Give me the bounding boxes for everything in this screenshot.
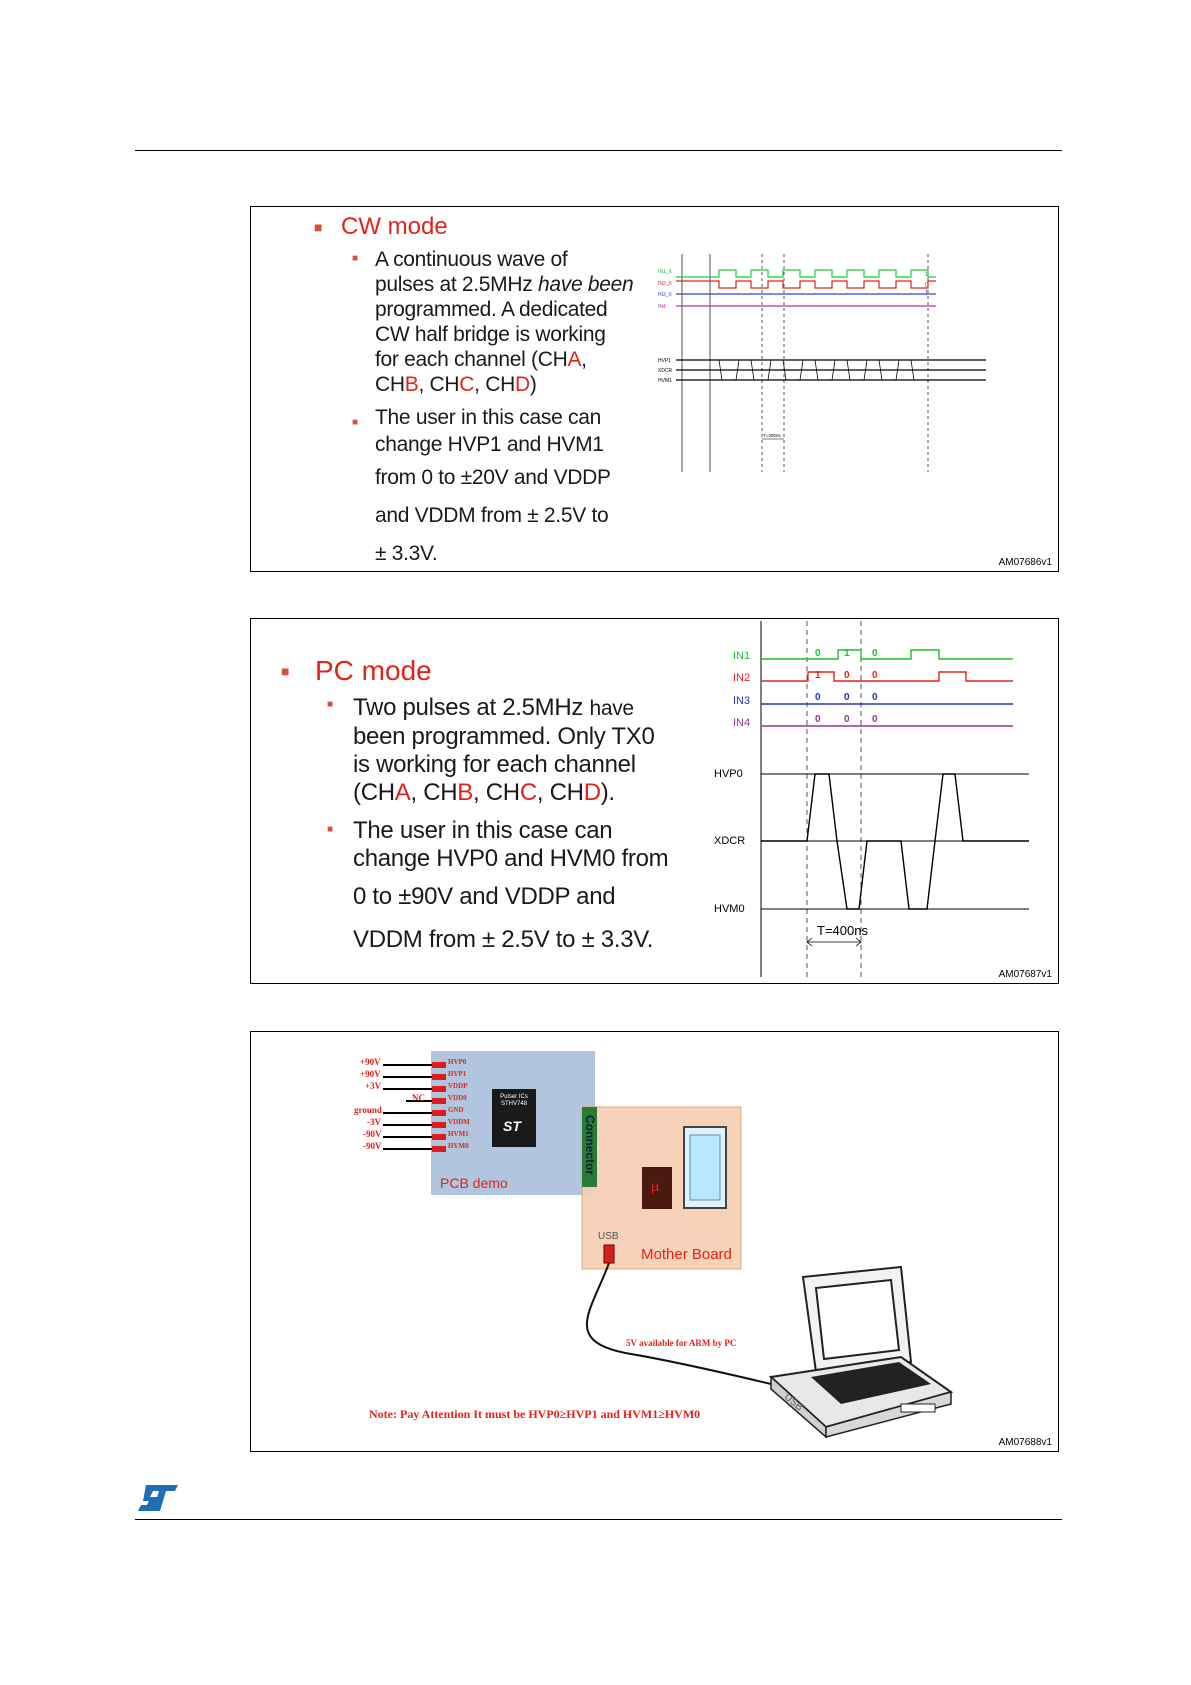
pin-label: +90V [360, 1069, 381, 1079]
svg-text:IN1: IN1 [733, 650, 750, 662]
svg-text:IN3_X: IN3_X [658, 292, 673, 298]
bullet-square: ■ [352, 253, 359, 264]
xdcr-output [761, 773, 1029, 910]
figure-code: AM07688v1 [998, 1437, 1052, 1448]
cw-output-pulses [718, 359, 915, 381]
bullet-square: ■ [314, 219, 323, 235]
pin-name: HVM1 [448, 1130, 469, 1138]
in2-wave [676, 280, 936, 289]
st-logo [136, 1483, 180, 1513]
mu-label: µ [651, 1178, 660, 1194]
figure-pc-mode: ■ PC mode ■ Two pulses at 2.5MHz have be… [250, 618, 1059, 984]
cw-timing-diagram: 1 0 1 IN1_X IN2_X IN3_X IN4 HVP1 XDCR HV… [658, 254, 986, 472]
svg-text:0: 0 [872, 714, 878, 725]
usb-label: USB [598, 1231, 619, 1242]
figure-code: AM07687v1 [998, 969, 1052, 980]
svg-text:1: 1 [844, 648, 850, 659]
bullet-square: ■ [327, 699, 334, 710]
bullet-square: ■ [327, 824, 334, 835]
pin-name: HVP0 [448, 1058, 467, 1066]
svg-text:0: 0 [872, 670, 878, 681]
header-rule [135, 150, 1062, 151]
svg-text:XDCR: XDCR [658, 368, 673, 374]
bullet-square: ■ [352, 417, 359, 428]
connector-label: Connector [583, 1115, 597, 1175]
pin-label: -3V [367, 1117, 381, 1127]
pc-heading: PC mode [315, 655, 432, 686]
svg-text:0: 0 [815, 648, 821, 659]
svg-text:1: 1 [925, 272, 929, 278]
st-logo-icon [138, 1485, 178, 1511]
svg-text:0: 0 [844, 670, 850, 681]
svg-text:IN3: IN3 [733, 695, 750, 707]
svg-text:IN2_X: IN2_X [658, 281, 673, 287]
figure-cw-mode: ■ CW mode ■ A continuous wave of pulses … [250, 206, 1059, 572]
pin-label: -90V [363, 1129, 382, 1139]
figure-setup: +90V +90V +3V NC ground -3V -90V -90V HV… [250, 1031, 1059, 1452]
cw-bullet-1: A continuous wave of pulses at 2.5MHz ha… [375, 248, 634, 396]
svg-text:HVP0: HVP0 [714, 768, 743, 780]
in1-wave [761, 649, 1013, 660]
setup-diagram [383, 1051, 954, 1439]
mother-board-label: Mother Board [641, 1246, 732, 1263]
pin-arrows [383, 1062, 446, 1152]
svg-text:0: 0 [844, 714, 850, 725]
svg-text:IN4: IN4 [658, 304, 666, 310]
pulser-chip [492, 1089, 536, 1147]
svg-text:IN4: IN4 [733, 717, 750, 729]
cw-heading: CW mode [341, 213, 448, 240]
pin-name: GND [448, 1106, 464, 1114]
svg-text:XDCR: XDCR [714, 835, 745, 847]
svg-text:0: 0 [815, 692, 821, 703]
pin-label: ground [354, 1105, 382, 1115]
in2-wave [761, 671, 1013, 682]
svg-text:HVP1: HVP1 [658, 358, 671, 364]
pin-label: NC [412, 1093, 425, 1103]
svg-text:1: 1 [925, 290, 929, 296]
svg-text:0: 0 [872, 692, 878, 703]
pin-name: VDD0 [448, 1094, 467, 1102]
pin-name: VDDM [448, 1118, 470, 1126]
svg-text:IN2: IN2 [733, 672, 750, 684]
footer-rule [135, 1519, 1062, 1520]
pin-name: HVP1 [448, 1070, 467, 1078]
svg-text:0: 0 [844, 692, 850, 703]
svg-text:T=400ns: T=400ns [763, 433, 781, 438]
svg-text:1: 1 [815, 670, 821, 681]
setup-note: Note: Pay Attention It must be HVP0≥HVP1… [369, 1407, 701, 1421]
chip-label: Pulser ICs STHV748 [500, 1094, 528, 1107]
svg-text:T=400ns: T=400ns [817, 923, 868, 938]
pin-label: -90V [363, 1141, 382, 1151]
pc-timing-diagram: IN1 IN2 IN3 IN4 0 1 0 1 0 0 0 0 0 0 0 0 … [714, 621, 1029, 977]
usb-cable [585, 1262, 807, 1393]
pin-name: HVM0 [448, 1142, 469, 1150]
cable-label: 5V available for ARM by PC [626, 1338, 737, 1348]
pcb-label: PCB demo [440, 1175, 508, 1191]
svg-text:0: 0 [872, 648, 878, 659]
usb-port [603, 1244, 615, 1264]
microcontroller [642, 1167, 672, 1209]
pin-label: +3V [365, 1081, 382, 1091]
svg-text:0: 0 [925, 283, 929, 289]
svg-text:0: 0 [815, 714, 821, 725]
pc-bullet-2: The user in this case can change HVP0 an… [353, 817, 669, 953]
svg-text:HVM1: HVM1 [658, 378, 672, 384]
chip-logo: ST [503, 1118, 521, 1134]
pin-name: VDDP [448, 1082, 468, 1090]
in1-wave [676, 269, 936, 278]
laptop [768, 1265, 954, 1439]
svg-text:IN1_X: IN1_X [658, 269, 673, 275]
cw-bullet-2: The user in this case can change HVP1 an… [375, 406, 611, 565]
connector [582, 1107, 597, 1187]
pin-label: +90V [360, 1057, 381, 1067]
svg-text:HVM0: HVM0 [714, 903, 745, 915]
bullet-square: ■ [281, 663, 290, 679]
figure-code: AM07686v1 [998, 557, 1052, 568]
pc-bullet-1: Two pulses at 2.5MHz have been programme… [353, 694, 655, 806]
